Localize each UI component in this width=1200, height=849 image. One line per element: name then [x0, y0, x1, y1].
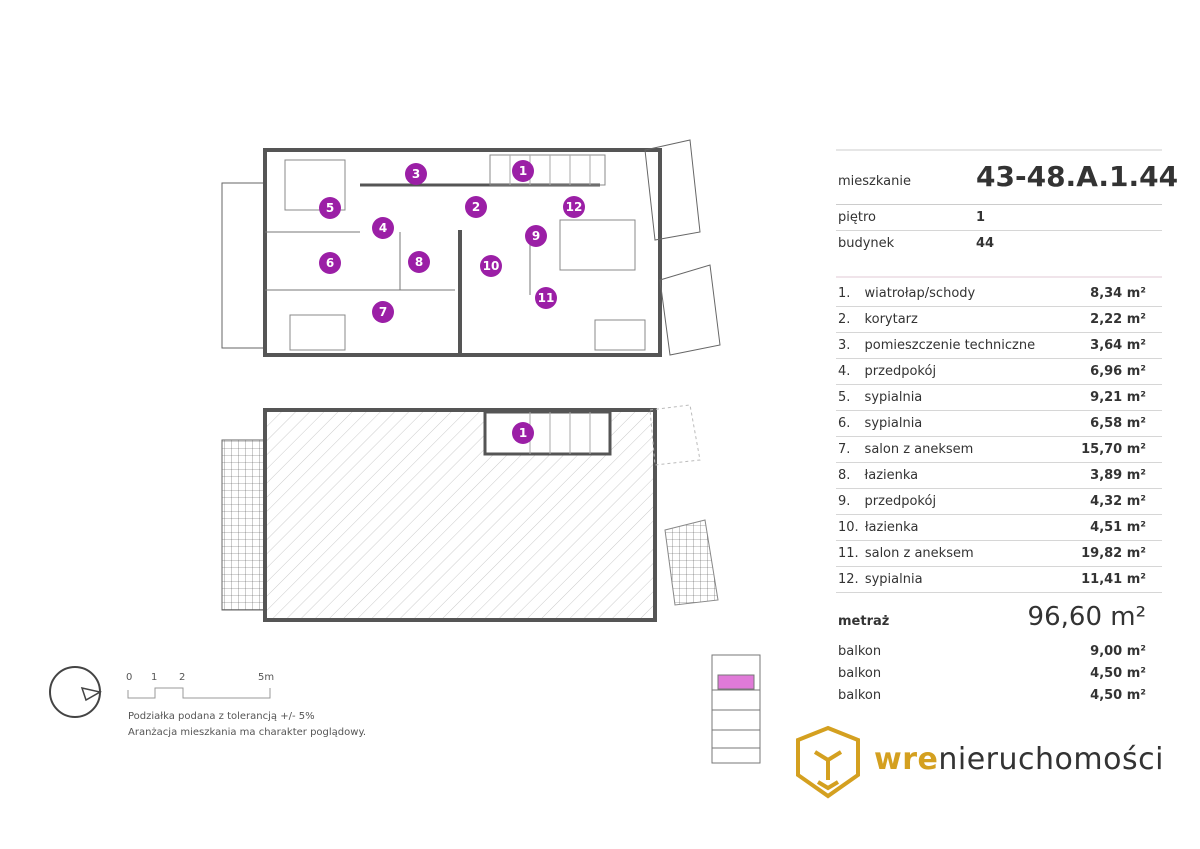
- room-name: 8. łazienka: [838, 468, 919, 483]
- logo-part1: wre: [874, 742, 939, 777]
- room-marker-1[interactable]: 1: [512, 160, 534, 182]
- room-row: 6. sypialnia 6,58 m²: [836, 410, 1162, 437]
- building-value: 44: [976, 236, 995, 251]
- floor-label: piętro: [838, 210, 876, 225]
- room-marker-4[interactable]: 4: [372, 217, 394, 239]
- room-name: 11. salon z aneksem: [838, 546, 974, 561]
- room-area: 4,32 m²: [1090, 494, 1146, 509]
- room-area: 3,89 m²: [1090, 468, 1146, 483]
- room-name: 10. łazienka: [838, 520, 919, 535]
- room-marker-8[interactable]: 8: [408, 251, 430, 273]
- room-marker-2[interactable]: 2: [465, 196, 487, 218]
- balcony-area: 4,50 m²: [1090, 666, 1146, 681]
- room-area: 15,70 m²: [1081, 442, 1146, 457]
- room-marker-11[interactable]: 11: [535, 287, 557, 309]
- room-name: 12. sypialnia: [838, 572, 923, 587]
- apartment-label: mieszkanie: [838, 174, 911, 189]
- balcony-label: balkon: [838, 666, 882, 681]
- scale-tick: 0: [126, 672, 133, 683]
- room-marker-3[interactable]: 3: [405, 163, 427, 185]
- room-marker-9[interactable]: 9: [525, 225, 547, 247]
- balcony-area: 9,00 m²: [1090, 644, 1146, 659]
- room-row: 8. łazienka 3,89 m²: [836, 462, 1162, 489]
- compass-icon: [49, 666, 103, 718]
- balcony-row: balkon 9,00 m²: [836, 638, 1162, 660]
- scale-tick: 1: [151, 672, 158, 683]
- room-name: 1. wiatrołap/schody: [838, 286, 976, 301]
- room-area: 6,96 m²: [1090, 364, 1146, 379]
- room-area: 3,64 m²: [1090, 338, 1146, 353]
- room-row: 4. przedpokój 6,96 m²: [836, 358, 1162, 385]
- room-area: 4,51 m²: [1090, 520, 1146, 535]
- room-row: 11. salon z aneksem 19,82 m²: [836, 540, 1162, 567]
- room-row: 2. korytarz 2,22 m²: [836, 306, 1162, 333]
- layout-note: Aranżacja mieszkania ma charakter pogląd…: [128, 727, 367, 738]
- building-key-plan: [711, 654, 761, 764]
- room-marker-1-lower[interactable]: 1: [512, 422, 534, 444]
- room-row: 3. pomieszczenie techniczne 3,64 m²: [836, 332, 1162, 359]
- balcony-area: 4,50 m²: [1090, 688, 1146, 703]
- room-row: 7. salon z aneksem 15,70 m²: [836, 436, 1162, 463]
- room-area: 19,82 m²: [1081, 546, 1146, 561]
- balcony-row: balkon 4,50 m²: [836, 660, 1162, 682]
- lion-logo-icon: [796, 725, 860, 799]
- room-row: 12. sypialnia 11,41 m²: [836, 566, 1162, 593]
- scale-tick: 2: [179, 672, 186, 683]
- logo-part2: nieruchomości: [938, 742, 1164, 777]
- upper-floor-plan: [221, 139, 721, 357]
- scale-tick: 5m: [258, 672, 275, 683]
- room-marker-7[interactable]: 7: [372, 301, 394, 323]
- total-label: metraż: [838, 614, 890, 629]
- room-name: 7. salon z aneksem: [838, 442, 974, 457]
- scale-note: Podziałka podana z tolerancją +/- 5%: [128, 711, 315, 722]
- floor-value: 1: [976, 210, 986, 225]
- room-row: 1. wiatrołap/schody 8,34 m²: [836, 280, 1162, 307]
- balcony-label: balkon: [838, 644, 882, 659]
- room-row: 5. sypialnia 9,21 m²: [836, 384, 1162, 411]
- room-name: 2. korytarz: [838, 312, 918, 327]
- room-area: 8,34 m²: [1090, 286, 1146, 301]
- room-name: 9. przedpokój: [838, 494, 937, 509]
- apartment-number: 43-48.A.1.44: [976, 160, 1179, 193]
- total-area: 96,60 m²: [1027, 602, 1146, 632]
- lower-floor-plan: [221, 404, 719, 622]
- room-marker-5[interactable]: 5: [319, 197, 341, 219]
- company-logo: wrenieruchomości: [874, 742, 1164, 777]
- room-name: 4. przedpokój: [838, 364, 937, 379]
- room-marker-10[interactable]: 10: [480, 255, 502, 277]
- room-marker-6[interactable]: 6: [319, 252, 341, 274]
- room-row: 10. łazienka 4,51 m²: [836, 514, 1162, 541]
- balcony-row: balkon 4,50 m²: [836, 682, 1162, 704]
- room-area: 9,21 m²: [1090, 390, 1146, 405]
- room-row: 9. przedpokój 4,32 m²: [836, 488, 1162, 515]
- room-name: 3. pomieszczenie techniczne: [838, 338, 1036, 353]
- room-name: 5. sypialnia: [838, 390, 923, 405]
- scale-bar: [127, 687, 271, 699]
- balcony-label: balkon: [838, 688, 882, 703]
- room-marker-12[interactable]: 12: [563, 196, 585, 218]
- room-area: 6,58 m²: [1090, 416, 1146, 431]
- building-label: budynek: [838, 236, 895, 251]
- room-area: 2,22 m²: [1090, 312, 1146, 327]
- room-area: 11,41 m²: [1081, 572, 1146, 587]
- room-name: 6. sypialnia: [838, 416, 923, 431]
